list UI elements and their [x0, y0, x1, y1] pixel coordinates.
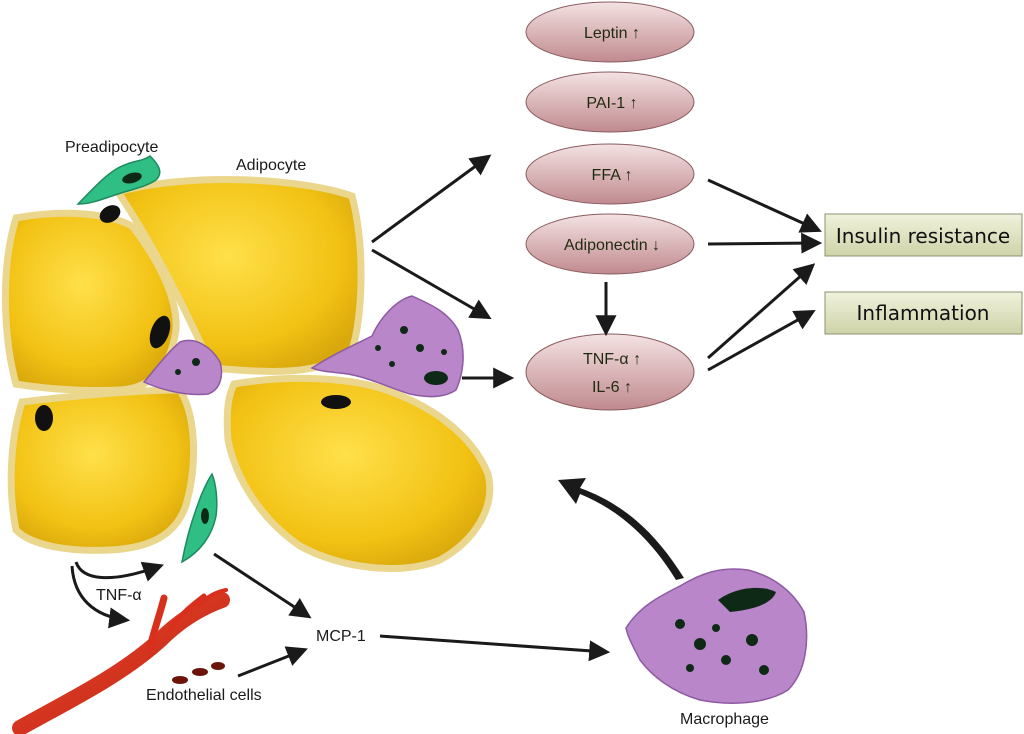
arrow-preadipocyte-to-mcp1 — [213, 552, 312, 619]
arrows — [70, 154, 823, 678]
endothelial-cell — [192, 668, 208, 676]
blood-vessel — [12, 588, 230, 734]
il6-label: IL-6 ↑ — [592, 379, 632, 396]
ffa-ellipse — [525, 143, 695, 205]
preadipocyte-label: Preadipocyte — [65, 139, 158, 156]
mcp1-label: MCP-1 — [316, 628, 366, 645]
tnf-alpha-label: TNF-α — [96, 587, 142, 604]
arrow-ffa-to-insulin — [707, 178, 822, 233]
adipocyte-cell-bottom-right — [223, 374, 494, 572]
nucleus — [321, 395, 351, 409]
macrophage-label: Macrophage — [680, 711, 769, 728]
arrow-tnf-curve-up — [74, 561, 164, 582]
arrow-mcp1-to-macrophage — [379, 634, 611, 662]
arrow-adipocyte-to-ffa — [371, 154, 492, 244]
pai1-ellipse — [525, 71, 695, 133]
endothelial-cell — [172, 676, 188, 684]
adipocyte-cell-bottom-left — [7, 386, 197, 554]
outcomes: Insulin resistance Inflammation — [824, 213, 1023, 335]
nucleus — [122, 172, 142, 184]
inflammation-box — [824, 291, 1023, 335]
nucleus — [149, 315, 171, 349]
adiponectin-ellipse — [525, 213, 695, 275]
nucleus — [201, 508, 209, 524]
pai1-label: PAI-1 ↑ — [586, 95, 637, 112]
macrophage-granules — [175, 326, 776, 675]
arrow-tnf-to-inflammation — [707, 309, 816, 372]
inflammation-label: Inflammation — [857, 301, 990, 325]
arrow-endothelial-to-mcp1 — [237, 646, 308, 678]
macrophage-cell — [625, 568, 808, 704]
arrow-tnf-to-insulin — [707, 263, 816, 360]
arrow-macrophage-recruitment — [558, 478, 684, 580]
ffa-label: FFA ↑ — [592, 167, 633, 184]
endothelial-cell — [211, 662, 225, 670]
arrow-tnf-curve-down — [70, 565, 131, 629]
macrophage-cell — [310, 295, 464, 398]
tnf-label: TNF-α ↑ — [583, 351, 641, 368]
tnf-il6-ellipse — [525, 333, 695, 411]
preadipocyte-cell — [76, 155, 161, 205]
secreted-factors: Leptin ↑ PAI-1 ↑ FFA ↑ Adiponectin ↓ TNF… — [525, 1, 695, 411]
leptin-label: Leptin ↑ — [584, 25, 640, 42]
adipocyte-cluster — [2, 176, 494, 572]
arrow-adiponectin-to-insulin — [707, 232, 823, 254]
nucleus — [99, 205, 121, 223]
endothelial-cells-label: Endothelial cells — [146, 687, 262, 704]
adipocyte-label: Adipocyte — [236, 157, 306, 174]
arrow-adipocyte-to-tnf — [371, 248, 492, 320]
preadipocyte-cell — [180, 472, 218, 564]
insulin-resistance-label: Insulin resistance — [836, 224, 1010, 248]
macrophage-cell — [142, 339, 223, 396]
insulin-resistance-box — [824, 213, 1023, 257]
adiponectin-label: Adiponectin ↓ — [564, 237, 660, 254]
nucleus — [35, 405, 53, 431]
leptin-ellipse — [525, 1, 695, 63]
